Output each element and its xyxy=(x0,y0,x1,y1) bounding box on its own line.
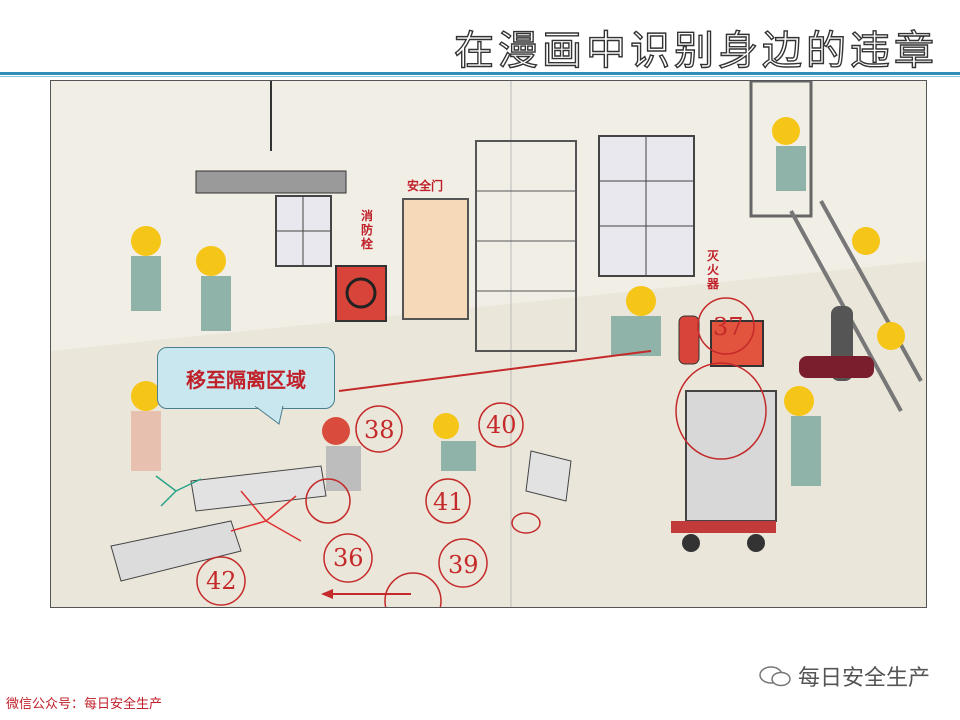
marker-36: 36 xyxy=(333,544,364,572)
title-divider-thin xyxy=(0,76,960,77)
marker-40: 40 xyxy=(486,411,517,439)
extinguisher-sign: 灭火器 xyxy=(707,249,720,291)
marker-39: 39 xyxy=(448,551,479,579)
fire-extinguisher xyxy=(678,315,700,365)
tool-shelf xyxy=(475,140,577,352)
callout-tail xyxy=(255,406,284,425)
marker-37: 37 xyxy=(713,313,744,341)
welding-sparks-green xyxy=(155,475,202,507)
page-title: 在漫画中识别身边的违章 xyxy=(453,27,938,74)
worker-figures xyxy=(131,117,905,491)
welding-sparks xyxy=(230,490,302,542)
title-divider xyxy=(0,72,960,75)
callout-label: 移至隔离区域 xyxy=(157,347,335,409)
hand-cart xyxy=(671,521,776,533)
steel-plate xyxy=(110,520,242,582)
hydrant-sign: 消防栓 xyxy=(361,209,374,251)
marker-41: 41 xyxy=(433,488,464,516)
marker-38: 38 xyxy=(364,416,395,444)
callout-pointer-line xyxy=(338,350,652,392)
arrow-head-icon xyxy=(321,589,333,599)
suspended-pipes xyxy=(195,170,347,194)
safe-door-sign: 安全门 xyxy=(407,179,444,193)
safety-door xyxy=(402,198,469,320)
wechat-icon xyxy=(758,665,792,687)
scaffold xyxy=(749,81,813,218)
watermark: 每日安全生产 xyxy=(758,660,930,692)
violation-circles xyxy=(196,297,767,607)
gas-cylinder-lying xyxy=(799,356,874,378)
watermark-text: 每日安全生产 xyxy=(797,666,930,691)
brick-stack xyxy=(685,390,777,522)
marker-42: 42 xyxy=(206,567,237,595)
comic-scene-svg xyxy=(51,81,926,607)
wechat-account-label: 微信公众号：每日安全生产 xyxy=(6,697,163,712)
comic-illustration: 37 38 40 41 36 39 42 安全门 消防栓 灭火器 xyxy=(50,80,927,608)
fire-hydrant-box xyxy=(335,265,387,322)
